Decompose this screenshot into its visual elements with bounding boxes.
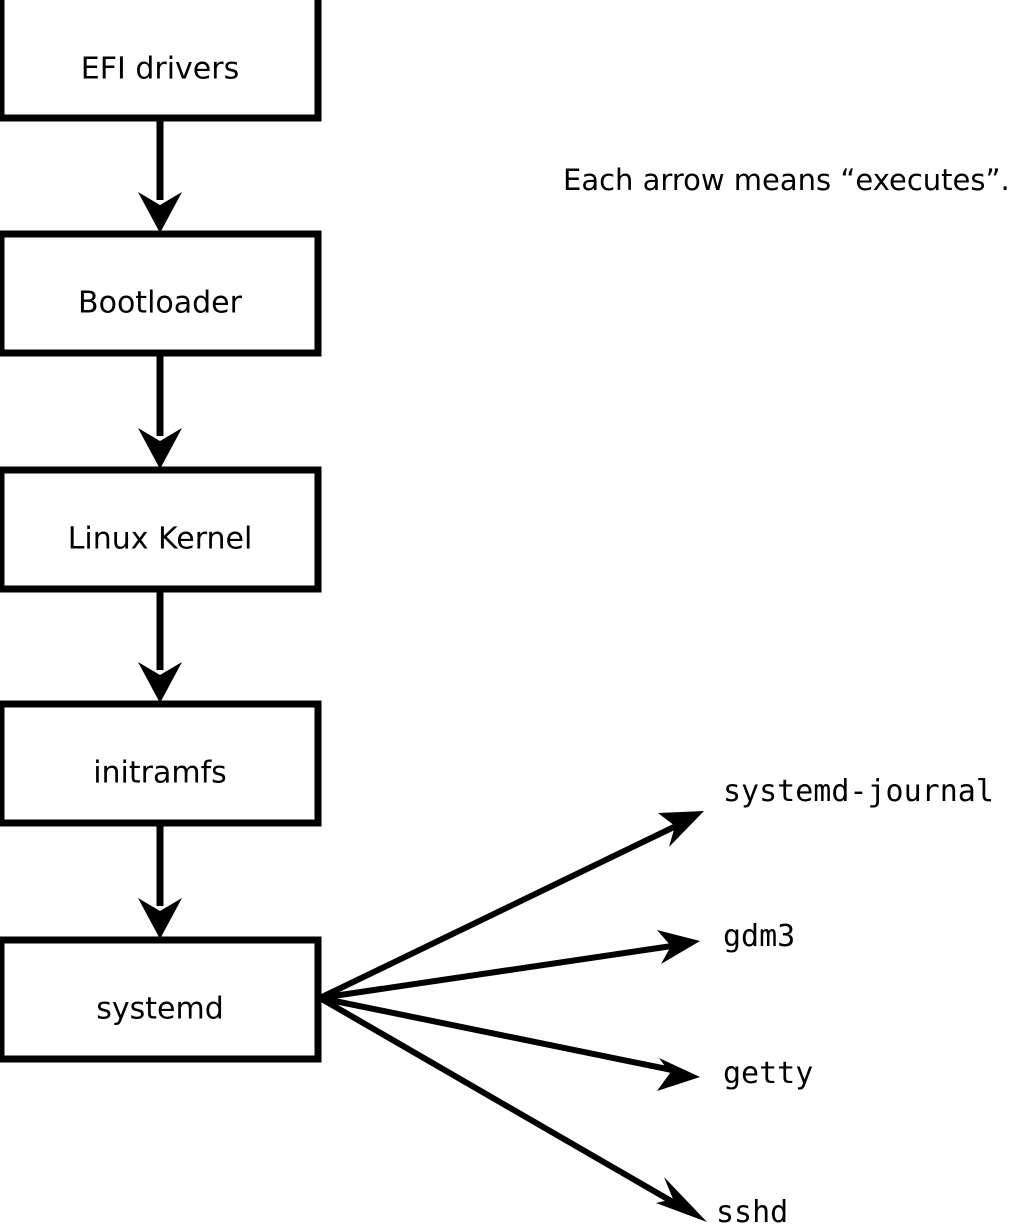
arrow-systemd-to-gdm3 [319,930,700,1001]
legend-caption: Each arrow means “executes”. [563,163,1010,197]
arrow-head-upright [658,811,704,847]
chain-node-initramfs[interactable]: initramfs [0,700,322,827]
leaf-label-gdm3: gdm3 [723,919,795,954]
node-label-linux-kernel: Linux Kernel [68,522,253,557]
node-box-rect[interactable] [0,230,322,357]
chain-node-bootloader[interactable]: Bootloader [0,230,322,357]
leaf-label-getty: getty [723,1056,813,1091]
node-box-rect[interactable] [0,936,322,1063]
arrow-efi-drivers-to-bootloader [138,118,182,233]
arrow-head-upright [657,930,700,964]
arrow-head-down [138,428,182,469]
node-label-bootloader: Bootloader [78,286,243,321]
arrow-initramfs-to-systemd [138,823,182,939]
chain-node-efi-drivers[interactable]: EFI drivers [0,0,322,122]
arrow-shaft [319,995,673,1073]
chain-node-linux-kernel[interactable]: Linux Kernel [0,466,322,593]
node-box-rect[interactable] [0,700,322,827]
node-label-efi-drivers: EFI drivers [81,52,239,87]
arrow-systemd-to-sshd [318,995,707,1222]
chain-node-systemd[interactable]: systemd [0,936,322,1063]
arrow-head-downright [657,1058,700,1091]
arrow-shaft [318,995,680,1208]
arrow-shaft [318,823,678,1001]
node-box-rect[interactable] [0,0,322,122]
arrow-head-down [138,662,182,703]
arrow-systemd-to-systemd-journal [318,811,704,1001]
leaf-label-sshd: sshd [716,1195,788,1230]
arrow-systemd-to-getty [319,995,700,1091]
node-label-initramfs: initramfs [93,756,227,791]
arrow-bootloader-to-linux-kernel [138,353,182,469]
arrow-shaft [319,943,673,1001]
leaf-label-systemd-journal: systemd-journal [723,774,994,809]
arrow-linux-kernel-to-initramfs [138,589,182,703]
arrow-head-downright [656,1177,707,1222]
node-label-systemd: systemd [96,992,224,1027]
arrow-head-down [138,192,182,233]
arrow-head-down [138,898,182,939]
